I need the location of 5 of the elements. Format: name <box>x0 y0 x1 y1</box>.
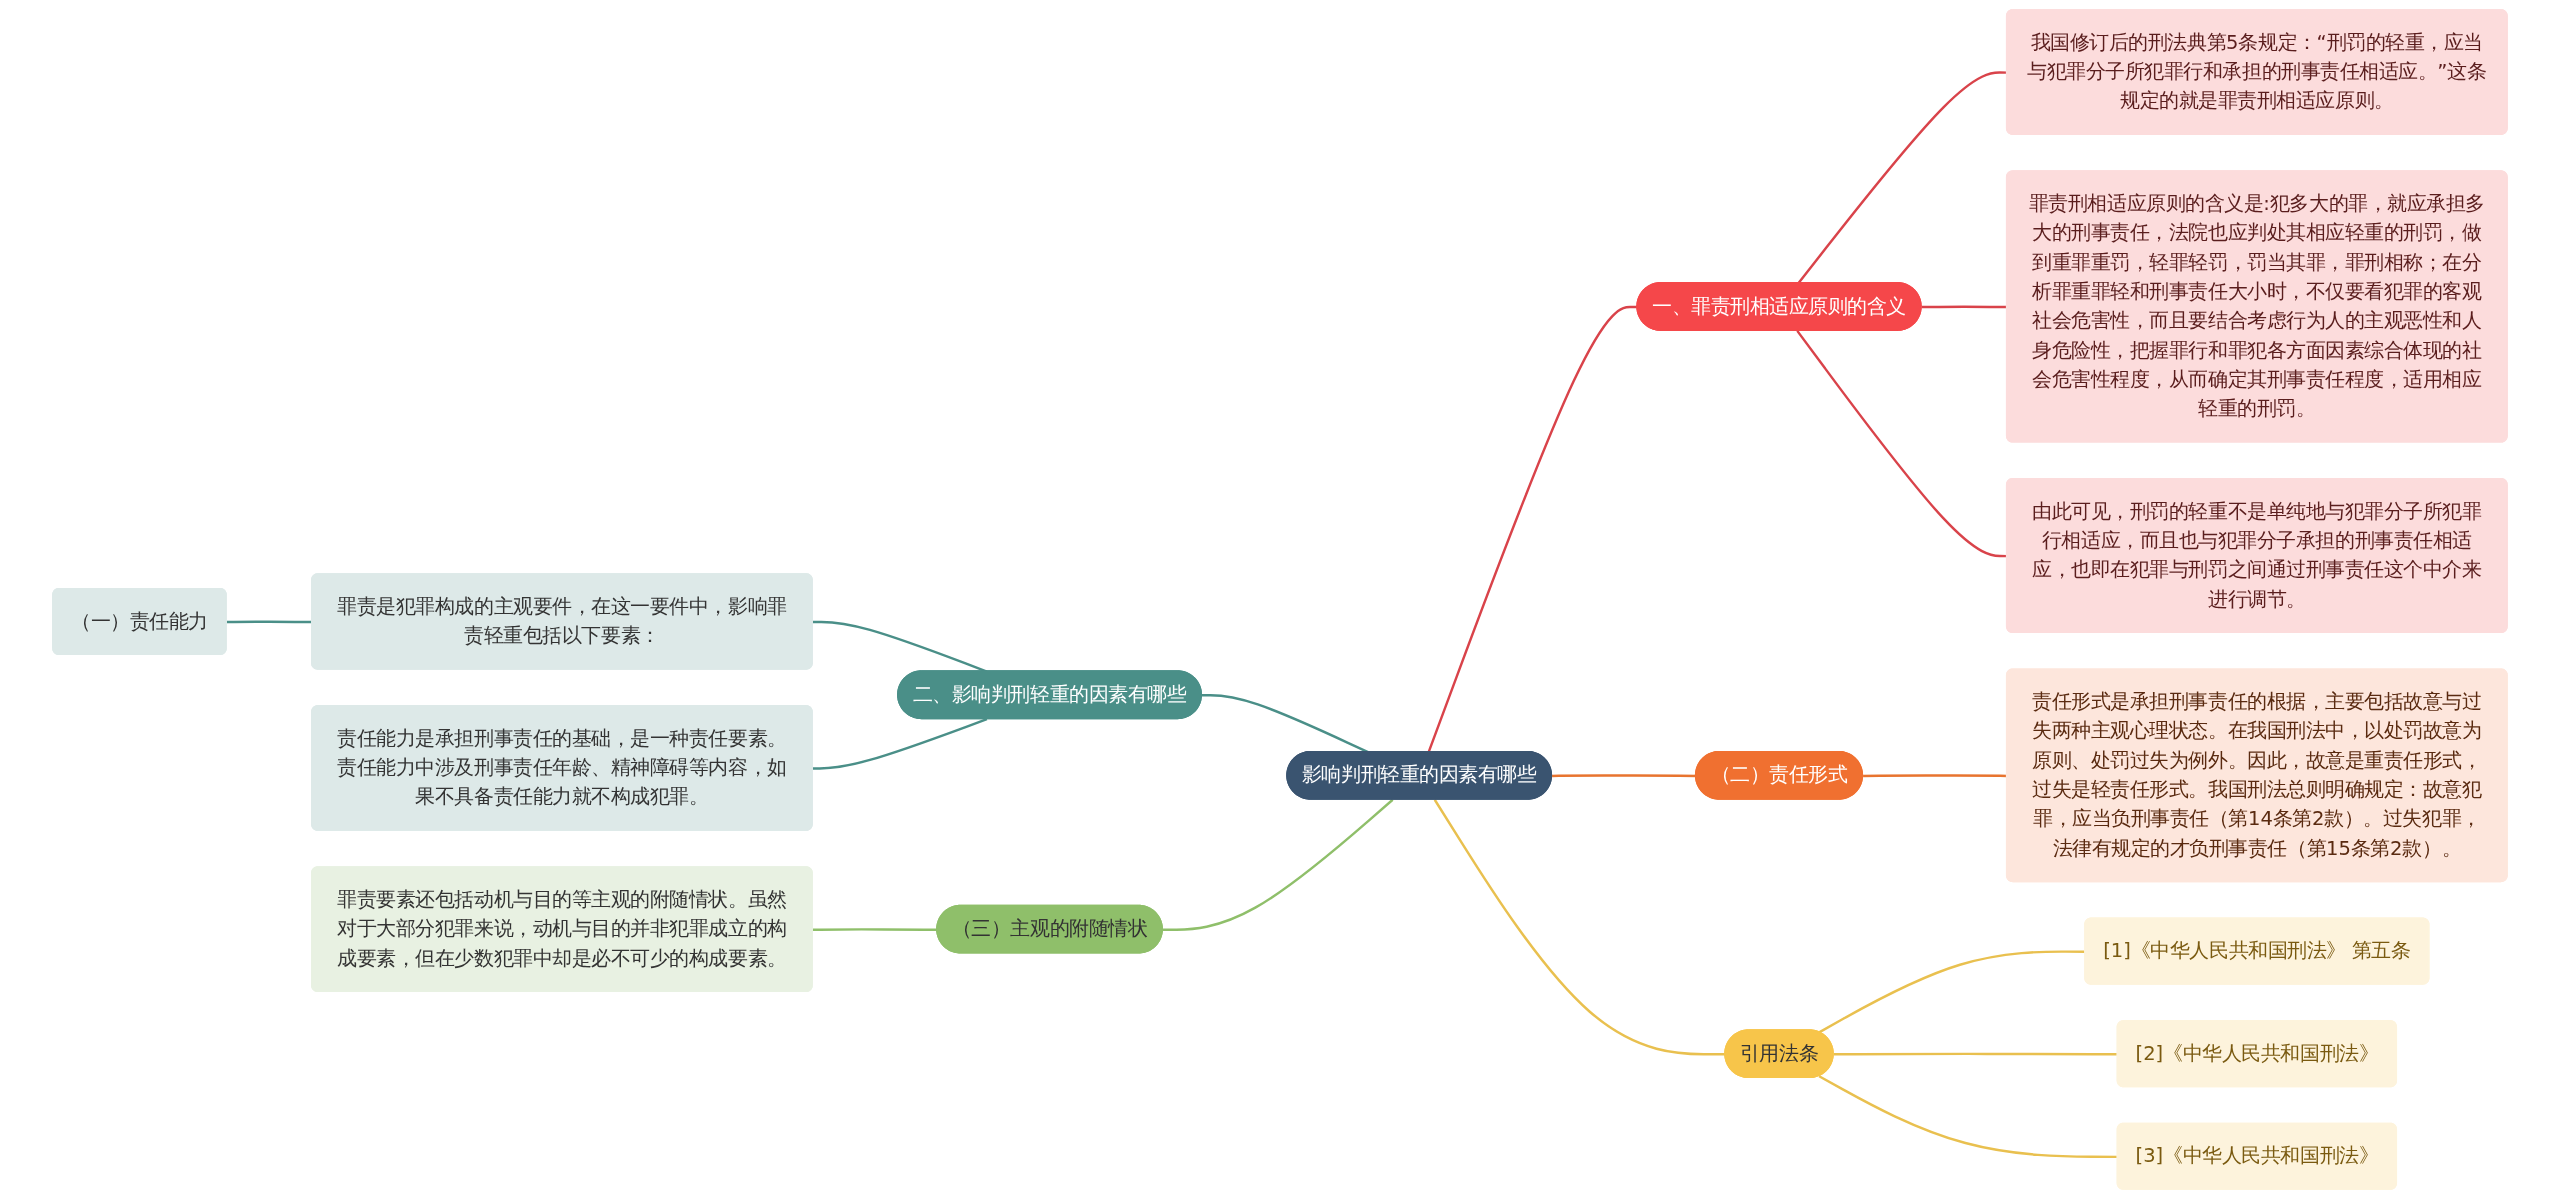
connector <box>1427 305 1638 753</box>
connector <box>1833 1052 2118 1056</box>
connector <box>812 718 988 770</box>
connector <box>1162 798 1394 931</box>
connector <box>1818 1075 2118 1159</box>
